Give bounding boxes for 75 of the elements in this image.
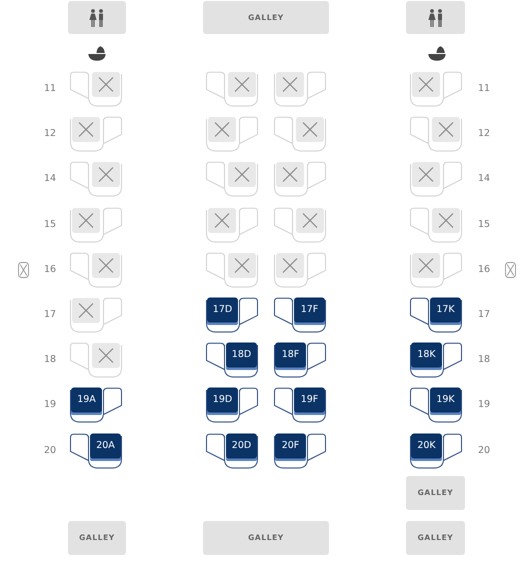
seat — [409, 252, 463, 288]
seat — [205, 342, 259, 378]
seat-label: 18F — [282, 350, 300, 360]
seat — [409, 297, 463, 333]
seat-label: 20F — [282, 441, 300, 451]
row-number: 17 — [478, 310, 490, 320]
seat — [409, 207, 463, 243]
seat — [273, 342, 327, 378]
row-number: 11 — [44, 84, 56, 94]
seat-label: 20A — [96, 441, 115, 451]
seat-label: 19A — [77, 395, 96, 405]
seat — [273, 387, 327, 423]
seat — [69, 71, 123, 107]
seat — [205, 433, 259, 469]
galley-block — [68, 521, 126, 555]
seat — [205, 71, 259, 107]
seat — [409, 387, 463, 423]
row-number: 12 — [478, 129, 490, 139]
seat — [69, 207, 123, 243]
seat-label: 17F — [300, 305, 318, 315]
seat — [273, 433, 327, 469]
row-number: 16 — [44, 265, 56, 275]
seat — [205, 387, 259, 423]
seat — [273, 161, 327, 197]
seat — [205, 116, 259, 152]
row-number: 17 — [44, 310, 56, 320]
galley-block — [406, 521, 465, 555]
seat — [69, 433, 123, 469]
row-number: 15 — [44, 220, 56, 230]
seat — [409, 433, 463, 469]
seat-label: 20K — [417, 441, 436, 451]
row-number: 14 — [44, 174, 56, 184]
galley-block — [203, 1, 329, 34]
row-number: 15 — [478, 220, 490, 230]
seat — [205, 297, 259, 333]
seat-label: 19D — [212, 395, 232, 405]
seat — [69, 116, 123, 152]
seat — [273, 207, 327, 243]
seat — [273, 297, 327, 333]
seat — [273, 116, 327, 152]
seat-label: 20D — [232, 441, 252, 451]
galley-block — [203, 521, 329, 555]
row-number: 20 — [478, 446, 490, 456]
seat-label: 19F — [300, 395, 318, 405]
seat — [69, 387, 123, 423]
seat-label: 17K — [436, 305, 455, 315]
seat — [69, 161, 123, 197]
row-number: 16 — [478, 265, 490, 275]
row-number: 19 — [44, 400, 56, 410]
seat — [69, 297, 123, 333]
row-number: 12 — [44, 129, 56, 139]
seat — [205, 207, 259, 243]
seat — [273, 252, 327, 288]
row-number: 19 — [478, 400, 490, 410]
row-number: 14 — [478, 174, 490, 184]
seat — [69, 342, 123, 378]
seat — [273, 71, 327, 107]
seat — [205, 252, 259, 288]
row-number: 20 — [44, 446, 56, 456]
seat-label: 18K — [417, 350, 436, 360]
seat-label: 18D — [232, 350, 252, 360]
lavatory-block — [68, 1, 126, 34]
seat — [69, 252, 123, 288]
seat — [409, 342, 463, 378]
galley-block — [406, 476, 465, 510]
seat — [409, 116, 463, 152]
seat-label: 19K — [436, 395, 455, 405]
row-number: 18 — [44, 355, 56, 365]
row-number: 11 — [478, 84, 490, 94]
seat — [409, 161, 463, 197]
seat-label: 17D — [212, 305, 232, 315]
lavatory-block — [406, 1, 465, 34]
row-number: 18 — [478, 355, 490, 365]
seat — [409, 71, 463, 107]
seat — [205, 161, 259, 197]
